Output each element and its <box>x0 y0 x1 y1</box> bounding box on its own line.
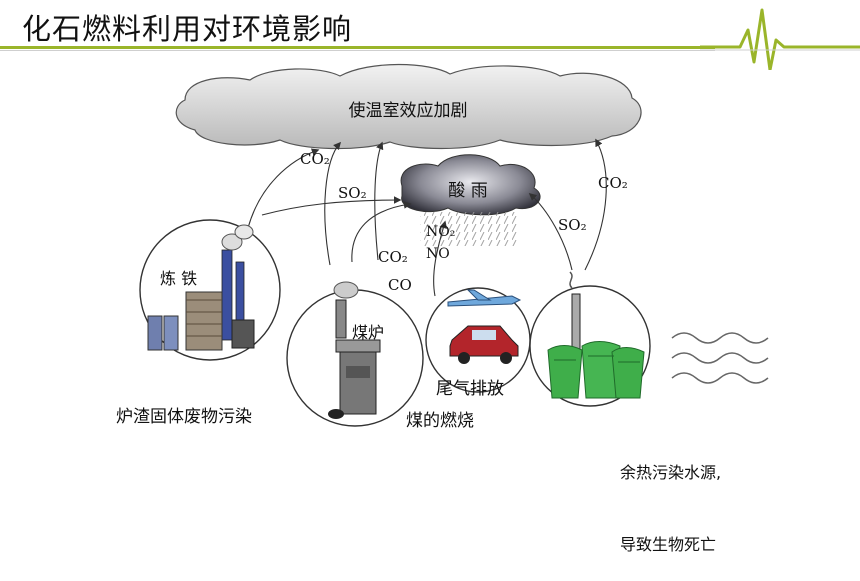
note-line: 余热污染水源, <box>620 463 722 482</box>
ironmaking-label: 炼 铁 <box>160 269 197 288</box>
heartbeat-icon <box>700 8 860 70</box>
label-co2-mid: CO₂ <box>378 248 408 266</box>
arrow-furnace-to-acid <box>351 201 412 263</box>
arrow-nox <box>433 220 448 297</box>
cooling-towers <box>547 341 645 399</box>
caption-coal: 煤的燃烧 <box>406 411 474 431</box>
label-co2-right: CO₂ <box>598 174 628 192</box>
arrow-ironmaking-so2 <box>261 196 402 216</box>
caption-slag: 炉渣固体废物污染 <box>116 407 252 427</box>
exhaust-scene: 尾气排放 <box>425 287 531 399</box>
arrow-plant-co2 <box>584 138 607 271</box>
arrow-plant-so2 <box>528 192 573 271</box>
acid-rain-label: 酸 雨 <box>448 181 487 201</box>
note-line: 导致生物死亡 <box>620 535 717 554</box>
emission-arrows <box>247 138 607 297</box>
title-bar: 化石燃料利用对环境影响 <box>0 0 860 70</box>
water-waves <box>671 332 769 384</box>
label-no2: NO₂ <box>426 224 455 240</box>
greenhouse-cloud: 使温室效应加剧 <box>175 63 642 150</box>
label-co2-left: CO₂ <box>300 150 330 168</box>
arrow-furnace-co2-up <box>324 141 342 266</box>
greenhouse-label: 使温室效应加剧 <box>349 100 468 121</box>
exhaust-label: 尾气排放 <box>436 379 504 399</box>
page-title: 化石燃料利用对环境影响 <box>22 12 353 46</box>
heat-pollution-note: 余热污染水源, 导致生物死亡 <box>620 413 721 581</box>
furnace-label: 煤炉 <box>352 323 384 342</box>
furnace-scene: 煤炉 <box>286 281 424 427</box>
arrow-ironmaking-co2 <box>247 148 320 229</box>
acid-rain-cloud: 酸 雨 <box>400 154 541 246</box>
label-co: CO <box>388 276 412 294</box>
fossil-fuel-diagram: 使温室效应加剧 酸 雨 CO₂ SO₂ NO₂ NO CO₂ CO SO₂ CO… <box>116 63 769 431</box>
arrow-co2-mid <box>374 141 384 261</box>
car-icon <box>449 325 519 364</box>
title-underline <box>0 46 715 49</box>
title-underline-shadow <box>0 50 715 51</box>
power-plant-scene <box>529 271 651 407</box>
label-so2-left: SO₂ <box>338 184 367 202</box>
label-so2-right: SO₂ <box>558 216 587 234</box>
ironmaking-scene: 炼 铁 <box>139 219 281 361</box>
label-no: NO <box>426 246 450 262</box>
airplane-icon <box>447 289 522 307</box>
